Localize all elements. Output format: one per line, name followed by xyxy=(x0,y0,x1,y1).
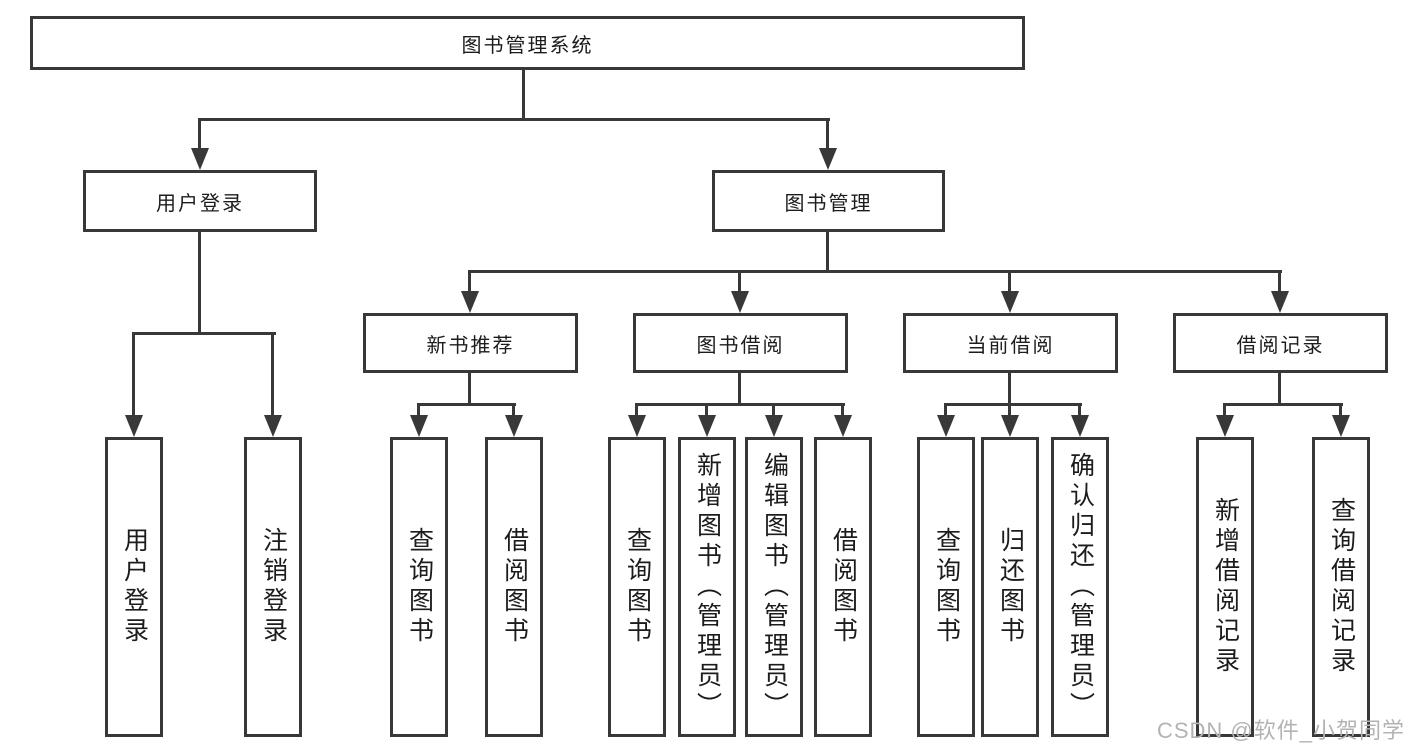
leaf-return-books: 归还图书 xyxy=(981,437,1039,737)
node-label: 借阅记录 xyxy=(1236,334,1325,357)
leaf-label: 新增图书（管理员） xyxy=(693,452,722,722)
leaf-label: 借阅图书 xyxy=(500,527,529,647)
arrow-down-icon xyxy=(834,415,852,437)
connector-line xyxy=(1008,403,1011,416)
node-new-book-recommendation: 新书推荐 xyxy=(363,313,578,373)
arrow-down-icon xyxy=(264,415,282,437)
connector-line xyxy=(468,270,1282,273)
connector-line xyxy=(1223,403,1343,406)
arrow-down-icon xyxy=(1001,291,1019,313)
connector-line xyxy=(198,118,201,150)
leaf-query-books: 查询图书 xyxy=(917,437,975,737)
node-current-borrowing: 当前借阅 xyxy=(903,313,1118,373)
arrow-down-icon xyxy=(1271,291,1289,313)
node-label: 图书管理系统 xyxy=(461,34,594,57)
node-book-management: 图书管理 xyxy=(712,170,945,232)
leaf-label: 查询图书 xyxy=(405,527,434,647)
connector-line xyxy=(944,403,1082,406)
leaf-label: 注销登录 xyxy=(259,527,288,647)
arrow-down-icon xyxy=(698,415,716,437)
arrow-down-icon xyxy=(505,415,523,437)
node-borrowing-records: 借阅记录 xyxy=(1173,313,1388,373)
connector-line xyxy=(198,118,830,121)
connector-line xyxy=(468,373,471,406)
connector-line xyxy=(1223,403,1226,416)
connector-line xyxy=(841,403,844,416)
arrow-down-icon xyxy=(819,148,837,170)
arrow-down-icon xyxy=(410,415,428,437)
leaf-label: 借阅图书 xyxy=(829,527,858,647)
leaf-label: 确认归还（管理员） xyxy=(1066,452,1095,722)
connector-line xyxy=(198,232,201,335)
connector-line xyxy=(944,403,947,416)
node-label: 当前借阅 xyxy=(966,334,1055,357)
connector-line xyxy=(635,403,845,406)
node-label: 新书推荐 xyxy=(426,334,515,357)
arrow-down-icon xyxy=(461,291,479,313)
arrow-down-icon xyxy=(1071,415,1089,437)
node-label: 用户登录 xyxy=(156,192,244,215)
node-root: 图书管理系统 xyxy=(30,16,1025,70)
connector-line xyxy=(1278,270,1281,292)
leaf-borrow-books: 借阅图书 xyxy=(485,437,543,737)
connector-line xyxy=(705,403,708,416)
connector-line xyxy=(1008,270,1011,292)
arrow-down-icon xyxy=(191,148,209,170)
watermark: CSDN @软件_小贺同学 xyxy=(1156,718,1405,743)
connector-line xyxy=(271,332,274,416)
leaf-query-borrow-record: 查询借阅记录 xyxy=(1312,437,1370,737)
connector-line xyxy=(738,373,741,406)
leaf-add-borrow-record: 新增借阅记录 xyxy=(1196,437,1254,737)
connector-line xyxy=(512,403,515,416)
arrow-down-icon xyxy=(937,415,955,437)
node-book-borrowing: 图书借阅 xyxy=(633,313,848,373)
connector-line xyxy=(826,118,829,150)
arrow-down-icon xyxy=(1332,415,1350,437)
leaf-add-book-admin: 新增图书（管理员） xyxy=(678,437,736,737)
leaf-label: 编辑图书（管理员） xyxy=(760,452,789,722)
arrow-down-icon xyxy=(765,415,783,437)
connector-line xyxy=(635,403,638,416)
connector-line xyxy=(468,270,471,292)
node-label: 图书借阅 xyxy=(696,334,785,357)
node-label: 图书管理 xyxy=(784,192,873,215)
leaf-label: 新增借阅记录 xyxy=(1211,497,1240,677)
leaf-label: 归还图书 xyxy=(996,527,1025,647)
connector-line xyxy=(1008,373,1011,406)
leaf-label: 用户登录 xyxy=(120,527,149,647)
leaf-confirm-return-admin: 确认归还（管理员） xyxy=(1051,437,1109,737)
connector-line xyxy=(1078,403,1081,416)
connector-line xyxy=(522,68,525,121)
connector-line xyxy=(826,232,829,273)
leaf-label: 查询借阅记录 xyxy=(1327,497,1356,677)
leaf-label: 查询图书 xyxy=(932,527,961,647)
connector-line xyxy=(417,403,420,416)
arrow-down-icon xyxy=(1216,415,1234,437)
connector-line xyxy=(417,403,516,406)
connector-line xyxy=(738,270,741,292)
leaf-user-login: 用户登录 xyxy=(105,437,163,737)
node-user-login: 用户登录 xyxy=(83,170,317,232)
leaf-label: 查询图书 xyxy=(623,527,652,647)
arrow-down-icon xyxy=(125,415,143,437)
connector-line xyxy=(772,403,775,416)
leaf-edit-book-admin: 编辑图书（管理员） xyxy=(745,437,803,737)
connector-line xyxy=(132,332,276,335)
leaf-logout: 注销登录 xyxy=(244,437,302,737)
connector-line xyxy=(132,332,135,416)
connector-line xyxy=(1339,403,1342,416)
leaf-query-books: 查询图书 xyxy=(390,437,448,737)
leaf-query-books: 查询图书 xyxy=(608,437,666,737)
leaf-borrow-books: 借阅图书 xyxy=(814,437,872,737)
arrow-down-icon xyxy=(628,415,646,437)
arrow-down-icon xyxy=(1001,415,1019,437)
arrow-down-icon xyxy=(731,291,749,313)
connector-line xyxy=(1278,373,1281,406)
